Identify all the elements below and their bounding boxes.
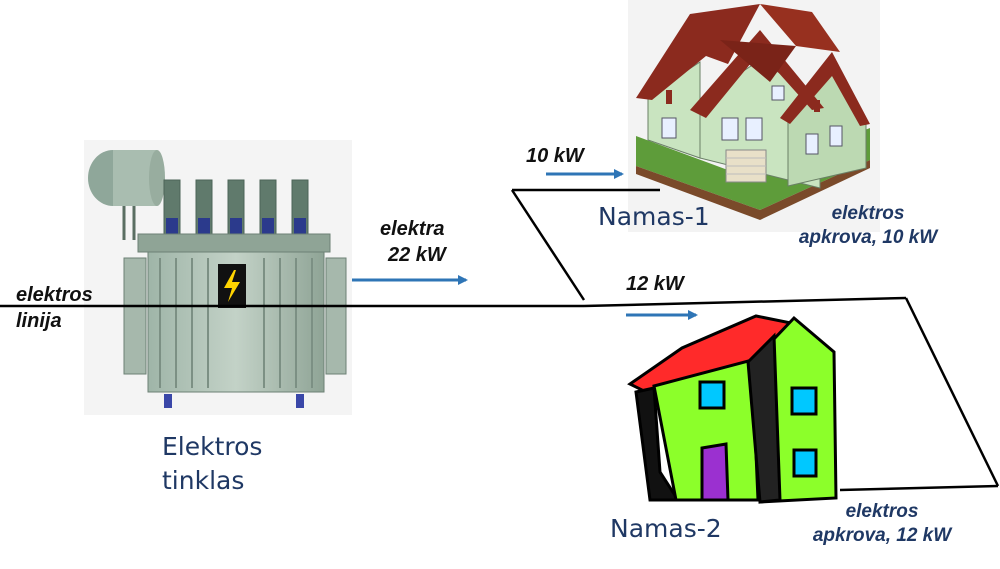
supply-label-line-1: elektra — [380, 218, 445, 240]
line-label-line-2: linija — [16, 310, 62, 332]
house-2-load-label: elektros apkrova, 12 kW — [792, 500, 972, 548]
house-1-load-line-2: apkrova, 10 kW — [798, 227, 938, 248]
house-1-flow-label: 10 kW — [526, 145, 584, 167]
house-2-load-line-1: elektros — [845, 501, 919, 522]
transformer-image — [84, 140, 352, 415]
house-1-name: Namas-1 — [598, 202, 710, 231]
power-line — [0, 296, 1000, 492]
line-label: elektros linija — [16, 282, 93, 334]
branch-wire-house-1 — [510, 188, 660, 301]
supply-label: elektra 22 kW — [380, 216, 446, 268]
house-1-image — [628, 0, 880, 232]
house-2-image — [627, 314, 838, 504]
house-1-load-line-1: elektros — [831, 203, 905, 224]
supply-label-line-2: 22 kW — [388, 244, 446, 266]
transformer-title: Elektros tinklas — [162, 430, 262, 498]
house-1-load-label: elektros apkrova, 10 kW — [780, 202, 956, 250]
transformer-title-line-2: tinklas — [162, 466, 245, 495]
house-2-load-line-2: apkrova, 12 kW — [812, 525, 952, 546]
transformer-title-line-1: Elektros — [162, 432, 263, 461]
line-label-line-1: elektros — [16, 284, 93, 306]
house-2-name: Namas-2 — [610, 514, 722, 543]
house-2-flow-label: 12 kW — [626, 273, 684, 295]
